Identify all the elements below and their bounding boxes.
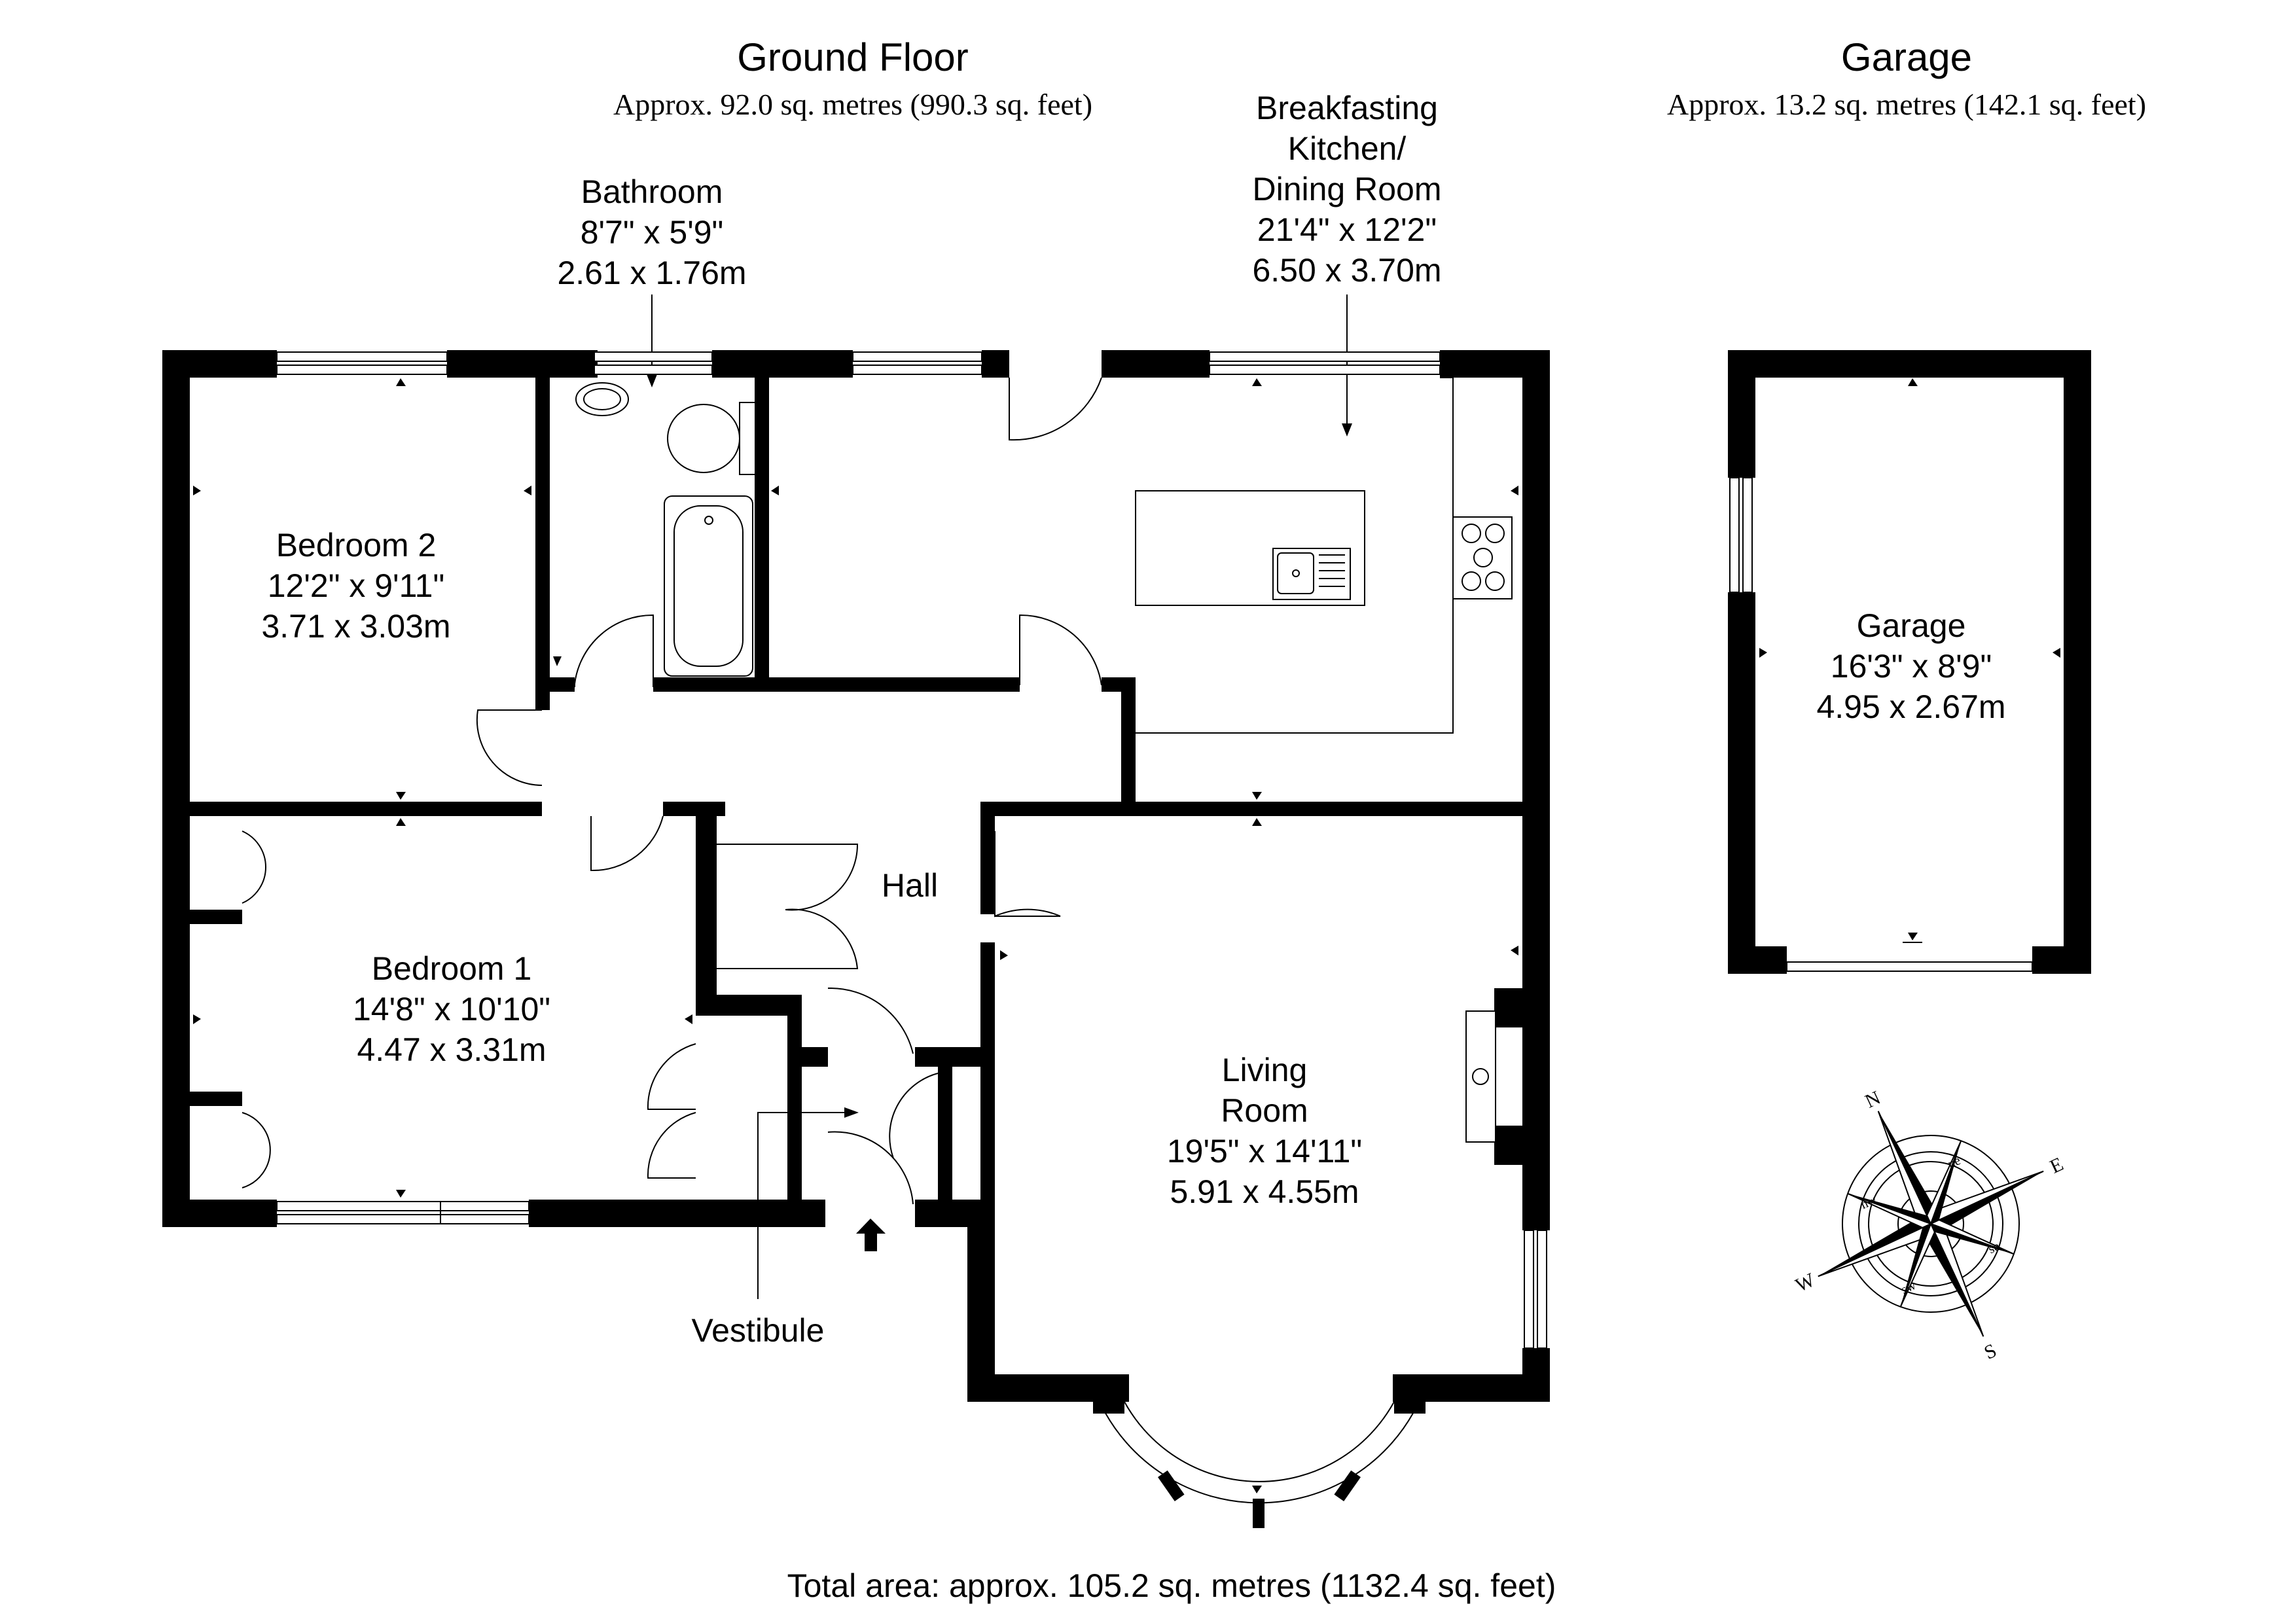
bathroom-label: Bathroom 8'7" x 5'9" 2.61 x 1.76m — [557, 173, 746, 291]
kitchen-imperial: 21'4" x 12'2" — [1257, 211, 1437, 248]
compass-se: se — [1986, 1239, 2002, 1257]
kitchen-metric: 6.50 x 3.70m — [1252, 252, 1441, 289]
washbasin-icon — [575, 382, 629, 416]
garage-area: Approx. 13.2 sq. metres (142.1 sq. feet) — [1667, 88, 2146, 121]
garage-title: Garage — [1841, 35, 1972, 79]
ground-floor-heading: Ground Floor Approx. 92.0 sq. metres (99… — [613, 35, 1092, 121]
ground-floor-area: Approx. 92.0 sq. metres (990.3 sq. feet) — [613, 88, 1092, 121]
bedroom2-metric: 3.71 x 3.03m — [261, 608, 450, 645]
kitchen-name-line3: Dining Room — [1252, 171, 1441, 207]
bathroom-imperial: 8'7" x 5'9" — [581, 214, 724, 251]
living-name-line1: Living — [1222, 1052, 1308, 1088]
bath-icon — [664, 495, 753, 677]
living-name-line2: Room — [1221, 1092, 1308, 1129]
compass-rose-icon: N ne E se S sw W nw — [1792, 1087, 2067, 1364]
compass-n: N — [1862, 1087, 1884, 1113]
total-area: Total area: approx. 105.2 sq. metres (11… — [787, 1567, 1556, 1604]
living-metric: 5.91 x 4.55m — [1170, 1173, 1359, 1210]
kitchen-label: Breakfasting Kitchen/ Dining Room 21'4" … — [1252, 90, 1441, 289]
garage-label: Garage 16'3" x 8'9" 4.95 x 2.67m — [1816, 607, 2005, 725]
sink-icon — [1272, 548, 1351, 600]
bathroom-name: Bathroom — [581, 173, 723, 210]
garage-imperial: 16'3" x 8'9" — [1831, 648, 1992, 685]
garage-name: Garage — [1857, 607, 1966, 644]
hob-icon — [1452, 516, 1513, 599]
compass-e: E — [2047, 1153, 2067, 1178]
bedroom1-imperial: 14'8" x 10'10" — [353, 991, 550, 1027]
bedroom2-imperial: 12'2" x 9'11" — [268, 567, 445, 604]
kitchen-island — [1135, 490, 1365, 606]
toilet-icon — [739, 402, 757, 475]
garage-metric: 4.95 x 2.67m — [1816, 688, 2005, 725]
ground-floor-title: Ground Floor — [737, 35, 969, 79]
garage-heading: Garage Approx. 13.2 sq. metres (142.1 sq… — [1667, 35, 2146, 121]
compass-w: W — [1792, 1269, 1818, 1296]
bedroom2-name: Bedroom 2 — [276, 527, 437, 563]
vestibule-pointer — [757, 1107, 859, 1299]
vestibule-label: Vestibule — [692, 1312, 825, 1349]
windows — [276, 351, 2033, 1528]
bathroom-metric: 2.61 x 1.76m — [557, 255, 746, 291]
living-imperial: 19'5" x 14'11" — [1167, 1133, 1362, 1169]
bedroom1-name: Bedroom 1 — [372, 950, 532, 987]
kitchen-name-line2: Kitchen/ — [1288, 130, 1407, 167]
bedroom1-label: Bedroom 1 14'8" x 10'10" 4.47 x 3.31m — [353, 950, 550, 1068]
doors — [242, 377, 1102, 1205]
entrance-arrow-icon — [856, 1219, 886, 1251]
kitchen-name-line1: Breakfasting — [1256, 90, 1438, 126]
living-room-label: Living Room 19'5" x 14'11" 5.91 x 4.55m — [1167, 1052, 1362, 1210]
dimension-markers — [193, 378, 2060, 1493]
garage-top-wall — [1728, 350, 2091, 378]
garage-door — [1786, 961, 2033, 972]
compass-s: S — [1981, 1340, 2000, 1364]
hall-label: Hall — [882, 867, 938, 904]
kitchen-pointer — [1342, 294, 1352, 437]
house-walls — [162, 350, 2091, 1402]
fixtures — [575, 377, 1513, 734]
bedroom1-metric: 4.47 x 3.31m — [357, 1031, 546, 1068]
bedroom2-label: Bedroom 2 12'2" x 9'11" 3.71 x 3.03m — [261, 527, 450, 645]
